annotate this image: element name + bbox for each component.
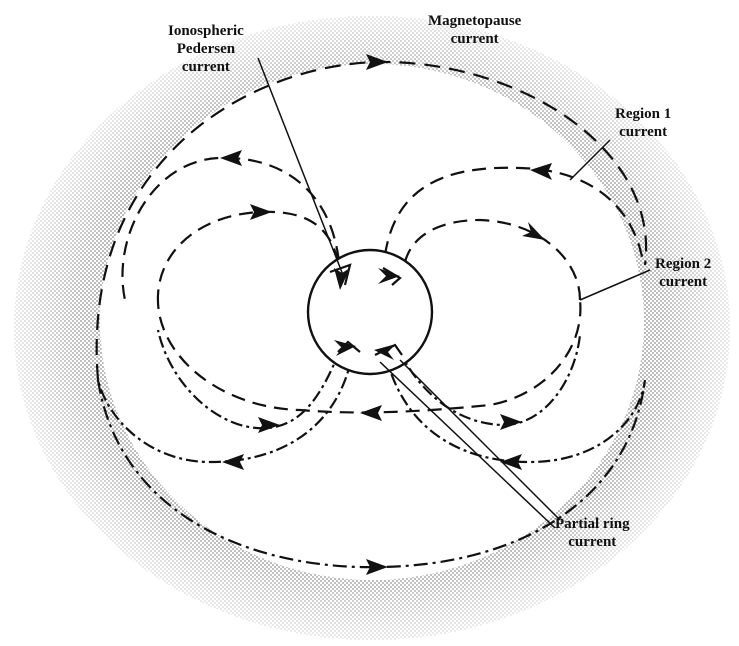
label-region1-line2: current bbox=[615, 123, 671, 141]
label-partial-ring-line1: Partial ring bbox=[555, 515, 630, 533]
label-region1-line1: Region 1 bbox=[615, 105, 671, 123]
label-ionospheric-line2: Pedersen bbox=[168, 40, 244, 58]
label-region2-line2: current bbox=[655, 273, 711, 291]
label-ionospheric-line3: current bbox=[168, 58, 244, 76]
label-partial-ring-current: Partial ring current bbox=[555, 515, 630, 551]
label-ionospheric-line1: Ionospheric bbox=[168, 22, 244, 40]
label-region2-current: Region 2 current bbox=[655, 255, 711, 291]
label-partial-ring-line2: current bbox=[555, 533, 630, 551]
label-region2-line1: Region 2 bbox=[655, 255, 711, 273]
label-region1-current: Region 1 current bbox=[615, 105, 671, 141]
label-magnetopause-line2: current bbox=[428, 30, 521, 48]
label-magnetopause-current: Magnetopause current bbox=[428, 12, 521, 48]
label-magnetopause-line1: Magnetopause bbox=[428, 12, 521, 30]
earth-ionosphere-circle bbox=[308, 250, 432, 374]
label-ionospheric-pedersen: Ionospheric Pedersen current bbox=[168, 22, 244, 76]
